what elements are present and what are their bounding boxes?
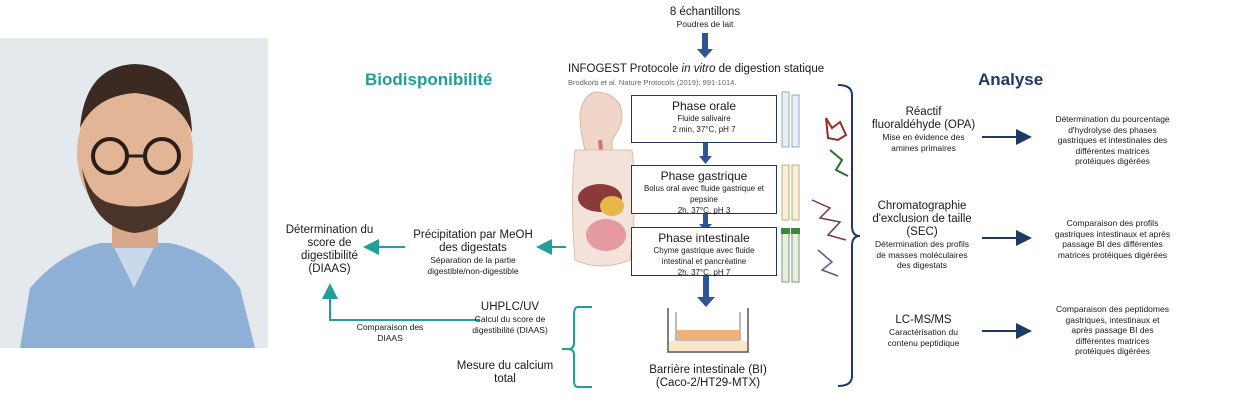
result-sec-line: matrices protéiques digérées [1057, 249, 1168, 260]
method-sec: Chromatographie d'exclusion de taille (S… [862, 200, 982, 271]
method-opa: Réactif fluoraldéhyde (OPA) Mise en évid… [866, 106, 981, 153]
method-lcms-title: LC-MS/MS [895, 314, 952, 326]
result-lcms-line: différentes matrices [1075, 335, 1150, 346]
result-lcms-line: Comparaison des peptidomes [1056, 304, 1169, 314]
barrier-line1: Barrière intestinale (BI) [649, 364, 767, 376]
barrier-label: Barrière intestinale (BI) (Caco-2/HT29-M… [618, 364, 798, 390]
barrier-line2: (Caco-2/HT29-MTX) [655, 377, 761, 389]
result-opa-line: différentes matrices [1075, 145, 1150, 156]
calcium-line: Mesure du calcium [456, 360, 554, 372]
protein-structures-illustration [811, 117, 849, 277]
diaas-block: Détermination du score de digestibilité … [282, 224, 377, 276]
result-opa: Détermination du pourcentage d'hydrolyse… [1040, 114, 1185, 167]
protocol-title-italic: in vitro [681, 63, 716, 75]
method-opa-title: Réactif [905, 106, 942, 118]
phase-intestinale-box: Phase intestinale Chyme gastrique avec f… [631, 227, 777, 277]
phase-gastrique-box: Phase gastrique Bolus oral avec fluide g… [631, 165, 777, 215]
result-opa-line: Détermination du pourcentage [1055, 114, 1170, 124]
diaas-line: digestibilité [301, 250, 358, 262]
uhplc-sub: Calcul du score de [474, 314, 546, 324]
protocol-title-suffix: de digestion statique [715, 63, 825, 75]
method-sec-title: d'exclusion de taille [872, 213, 972, 225]
method-sec-title: Chromatographie [877, 200, 967, 212]
precipitation-block: Précipitation par MeOH des digestats Sép… [408, 229, 538, 276]
intestinal-barrier-illustration [667, 308, 749, 353]
test-tubes-illustration [781, 91, 800, 283]
result-lcms-line: gastriques, intestinaux et [1065, 314, 1160, 325]
method-sec-sub: de masses moléculaires [876, 249, 968, 260]
calcium-line: total [494, 373, 516, 385]
calcium-block: Mesure du calcium total [450, 360, 560, 386]
method-opa-sub: amines primaires [891, 142, 956, 153]
precipitation-title: Précipitation par MeOH [413, 229, 533, 241]
phase-orale-line: Fluide salivaire [677, 114, 731, 123]
phase-orale-line: 2 min, 37°C, pH 7 [672, 125, 736, 134]
diaas-line: score de [307, 237, 352, 249]
phase-intestinale-line: 2h, 37°C, pH 7 [677, 268, 731, 277]
left-arrows [322, 239, 592, 388]
result-lcms-line: après passage BI des [1071, 325, 1154, 335]
samples-label: 8 échantillons Poudres de lait [630, 6, 780, 30]
precipitation-sub: digestible/non-digestible [427, 265, 519, 276]
diaas-line: Détermination du [285, 224, 374, 236]
result-opa-line: gastriques et intestinales des [1057, 135, 1168, 145]
phase-intestinale-line: Chyme gastrique avec fluide [653, 246, 755, 255]
protocol-title-prefix: INFOGEST Protocole [568, 63, 682, 75]
result-lcms-line: protéiques digérées [1075, 346, 1150, 356]
samples-down-arrow [697, 33, 713, 58]
digestive-system-illustration [572, 91, 636, 267]
precipitation-title: des digestats [439, 242, 507, 254]
protocol-title: INFOGEST Protocole in vitro de digestion… [568, 63, 824, 75]
comparison-line: Comparaison des [356, 322, 424, 332]
phase-orale-box: Phase orale Fluide salivaire 2 min, 37°C… [631, 95, 777, 143]
method-sec-title: (SEC) [906, 226, 938, 238]
method-arrows [982, 129, 1032, 339]
result-sec-line: Comparaison des profils [1066, 218, 1159, 228]
method-sec-sub: des digestats [896, 260, 948, 270]
result-opa-line: d'hydrolyse des phases [1068, 124, 1157, 135]
method-sec-sub: Détermination des profils [874, 239, 969, 249]
portrait-photo [0, 38, 268, 348]
method-lcms-sub: contenu peptidique [887, 337, 960, 348]
phase-intestinale-title: Phase intestinale [658, 231, 750, 245]
method-lcms-sub: Caractérisation du [889, 327, 958, 337]
analysis-bracket [837, 84, 861, 387]
method-opa-title: fluoraldéhyde (OPA) [871, 119, 976, 131]
heading-biodisponibilite: Biodisponibilité [365, 70, 493, 89]
phase-orale-title: Phase orale [671, 99, 737, 113]
uhplc-block: UHPLC/UV Calcul du score de digestibilit… [455, 301, 565, 335]
phase-intestinale-line: intestinal et pancréatine [661, 257, 747, 266]
uhplc-title: UHPLC/UV [480, 301, 540, 313]
phase-gastrique-line: 2h, 37°C, pH 3 [677, 206, 731, 215]
powders-text: Poudres de lait [676, 19, 734, 29]
precipitation-sub: Séparation de la partie [430, 255, 516, 265]
method-opa-sub: Mise en évidence des [882, 132, 965, 142]
portrait-illustration [0, 38, 268, 348]
heading-analyse: Analyse [978, 70, 1044, 89]
uhplc-sub: digestibilité (DIAAS) [472, 324, 548, 335]
phase-gastrique-line: Bolus oral avec fluide gastrique et [643, 184, 765, 193]
result-sec: Comparaison des profils gastriques intes… [1040, 218, 1185, 260]
comparison-line: DIAAS [377, 332, 403, 343]
diaas-line: (DIAAS) [308, 263, 351, 275]
comparison-diaas: Comparaison des DIAAS [345, 322, 435, 343]
result-sec-line: passage BI des différentes [1062, 239, 1163, 249]
method-lcms: LC-MS/MS Caractérisation du contenu pept… [866, 314, 981, 348]
phase-gastrique-line: pepsine [689, 195, 719, 204]
result-lcms: Comparaison des peptidomes gastriques, i… [1040, 304, 1185, 357]
phase-gastrique-title: Phase gastrique [660, 169, 748, 183]
samples-text: 8 échantillons [669, 6, 741, 18]
result-sec-line: gastriques intestinaux et après [1054, 228, 1171, 239]
result-opa-line: protéiques digérées [1075, 156, 1150, 166]
protocol-reference: Brodkorb et al. Nature Protocols (2019):… [568, 78, 737, 87]
